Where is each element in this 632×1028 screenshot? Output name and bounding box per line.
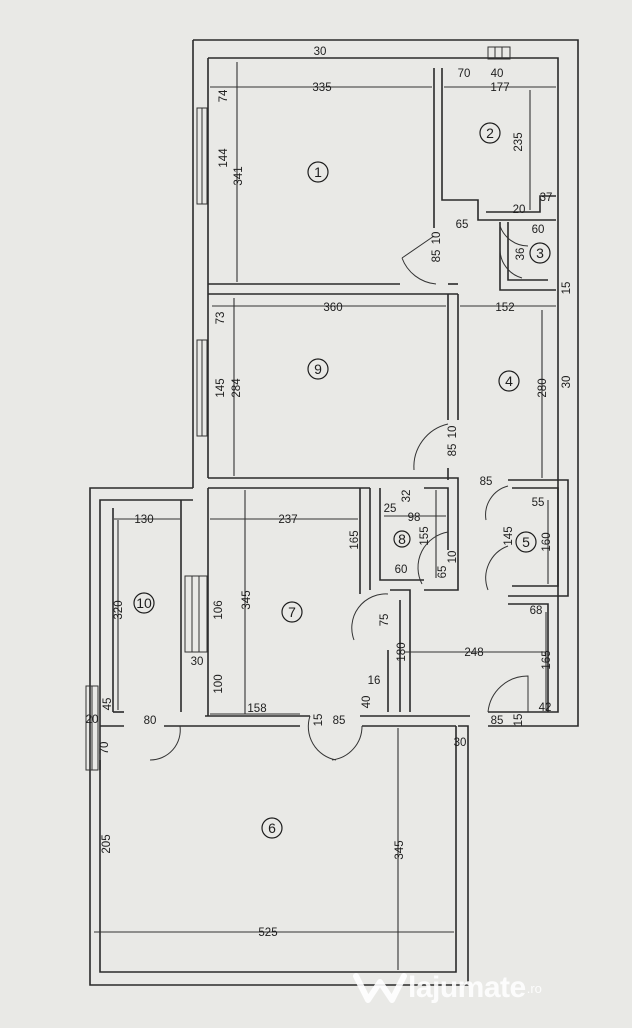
svg-text:7: 7 — [288, 604, 296, 620]
dim-label: 180 — [396, 642, 408, 661]
dim-label: 65 — [456, 219, 469, 231]
dim-label: 248 — [464, 647, 483, 659]
watermark-tld: .ro — [526, 980, 542, 996]
dim-label: 75 — [379, 614, 391, 627]
dim-label: 345 — [394, 840, 406, 859]
svg-text:3: 3 — [536, 245, 544, 261]
dim-label: 165 — [541, 650, 553, 669]
dim-label: 45 — [102, 698, 114, 711]
room-numbers: 1 2 3 4 5 6 7 8 9 10 — [133, 122, 551, 839]
dim-label: 30 — [191, 656, 204, 668]
dim-label: 10 — [431, 232, 443, 245]
dim-label: 145 — [215, 378, 227, 397]
doors — [149, 225, 529, 761]
dim-label: 335 — [312, 82, 331, 94]
svg-text:9: 9 — [314, 361, 322, 377]
dim-label: 155 — [419, 526, 431, 545]
svg-text:4: 4 — [505, 373, 513, 389]
dim-label: 360 — [323, 302, 342, 314]
dim-label: 32 — [401, 490, 413, 503]
room-9-label: 9 — [307, 358, 329, 380]
watermark-brand: lajumate — [408, 971, 526, 1004]
outer-walls — [89, 39, 579, 986]
dim-label: 20 — [86, 714, 99, 726]
watermark: lajumate .ro — [352, 966, 542, 1010]
svg-text:10: 10 — [136, 595, 152, 611]
dim-label: 345 — [241, 590, 253, 609]
dim-label: 15 — [313, 714, 325, 727]
dim-label: 100 — [213, 674, 225, 693]
dim-label: 130 — [134, 514, 153, 526]
dim-label: 10 — [447, 426, 459, 439]
dim-label: 235 — [513, 132, 525, 151]
dim-label: 165 — [349, 530, 361, 549]
room-3-label: 3 — [529, 242, 551, 264]
dim-label: 40 — [361, 696, 373, 709]
dim-label: 160 — [541, 532, 553, 551]
dim-label: 525 — [258, 927, 277, 939]
svg-text:2: 2 — [486, 125, 494, 141]
dim-label: 70 — [458, 68, 471, 80]
dimension-labels: 30 70 40 177 335 74 144 341 235 37 20 60… — [86, 46, 573, 939]
dim-label: 60 — [395, 564, 408, 576]
dim-label: 341 — [233, 166, 245, 185]
dim-label: 42 — [539, 702, 552, 714]
dim-label: 98 — [408, 512, 421, 524]
dim-label: 205 — [101, 834, 113, 853]
svg-text:5: 5 — [522, 534, 530, 550]
svg-text:1: 1 — [314, 164, 322, 180]
dim-label: 237 — [278, 514, 297, 526]
dim-label: 177 — [490, 82, 509, 94]
dim-label: 30 — [561, 376, 573, 389]
windows — [85, 46, 511, 771]
dim-label: 15 — [513, 714, 525, 727]
room-8-label: 8 — [393, 530, 411, 548]
dim-label: 65 — [437, 566, 449, 579]
lajumate-logo-icon — [353, 973, 407, 1003]
interior-walls — [99, 68, 569, 770]
dim-label: 85 — [480, 476, 493, 488]
dim-label: 40 — [491, 68, 504, 80]
dim-label: 85 — [491, 715, 504, 727]
dim-label: 152 — [495, 302, 514, 314]
svg-text:8: 8 — [398, 531, 406, 547]
dim-label: 15 — [561, 282, 573, 295]
dim-label: 145 — [503, 526, 515, 545]
dim-label: 70 — [99, 742, 111, 755]
dim-label: 74 — [218, 89, 230, 102]
dim-label: 60 — [532, 224, 545, 236]
dim-label: 320 — [113, 600, 125, 619]
dim-label: 80 — [144, 715, 157, 727]
dim-label: 280 — [537, 378, 549, 397]
room-7-label: 7 — [281, 601, 303, 623]
dim-label: 284 — [231, 378, 243, 398]
dim-label: 20 — [513, 204, 526, 216]
dim-label: 36 — [515, 248, 527, 261]
dim-label: 85 — [447, 444, 459, 457]
dim-label: 73 — [215, 312, 227, 325]
dim-label: 106 — [213, 600, 225, 619]
svg-text:6: 6 — [268, 820, 276, 836]
dimension-lines — [94, 62, 556, 970]
dim-label: 16 — [368, 675, 381, 687]
dim-label: 10 — [447, 551, 459, 564]
dim-label: 85 — [333, 715, 346, 727]
room-2-label: 2 — [479, 122, 501, 144]
room-4-label: 4 — [498, 370, 520, 392]
dim-label: 30 — [454, 737, 467, 749]
dim-label: 30 — [314, 46, 327, 58]
dim-label: 144 — [218, 148, 230, 168]
dim-label: 68 — [530, 605, 543, 617]
room-6-label: 6 — [261, 817, 283, 839]
dim-label: 158 — [247, 703, 266, 715]
dim-label: 25 — [384, 503, 397, 515]
dim-label: 85 — [431, 250, 443, 263]
room-5-label: 5 — [515, 531, 537, 553]
dim-label: 37 — [540, 192, 553, 204]
room-10-label: 10 — [133, 592, 155, 614]
room-1-label: 1 — [307, 161, 329, 183]
dim-label: 55 — [532, 497, 545, 509]
